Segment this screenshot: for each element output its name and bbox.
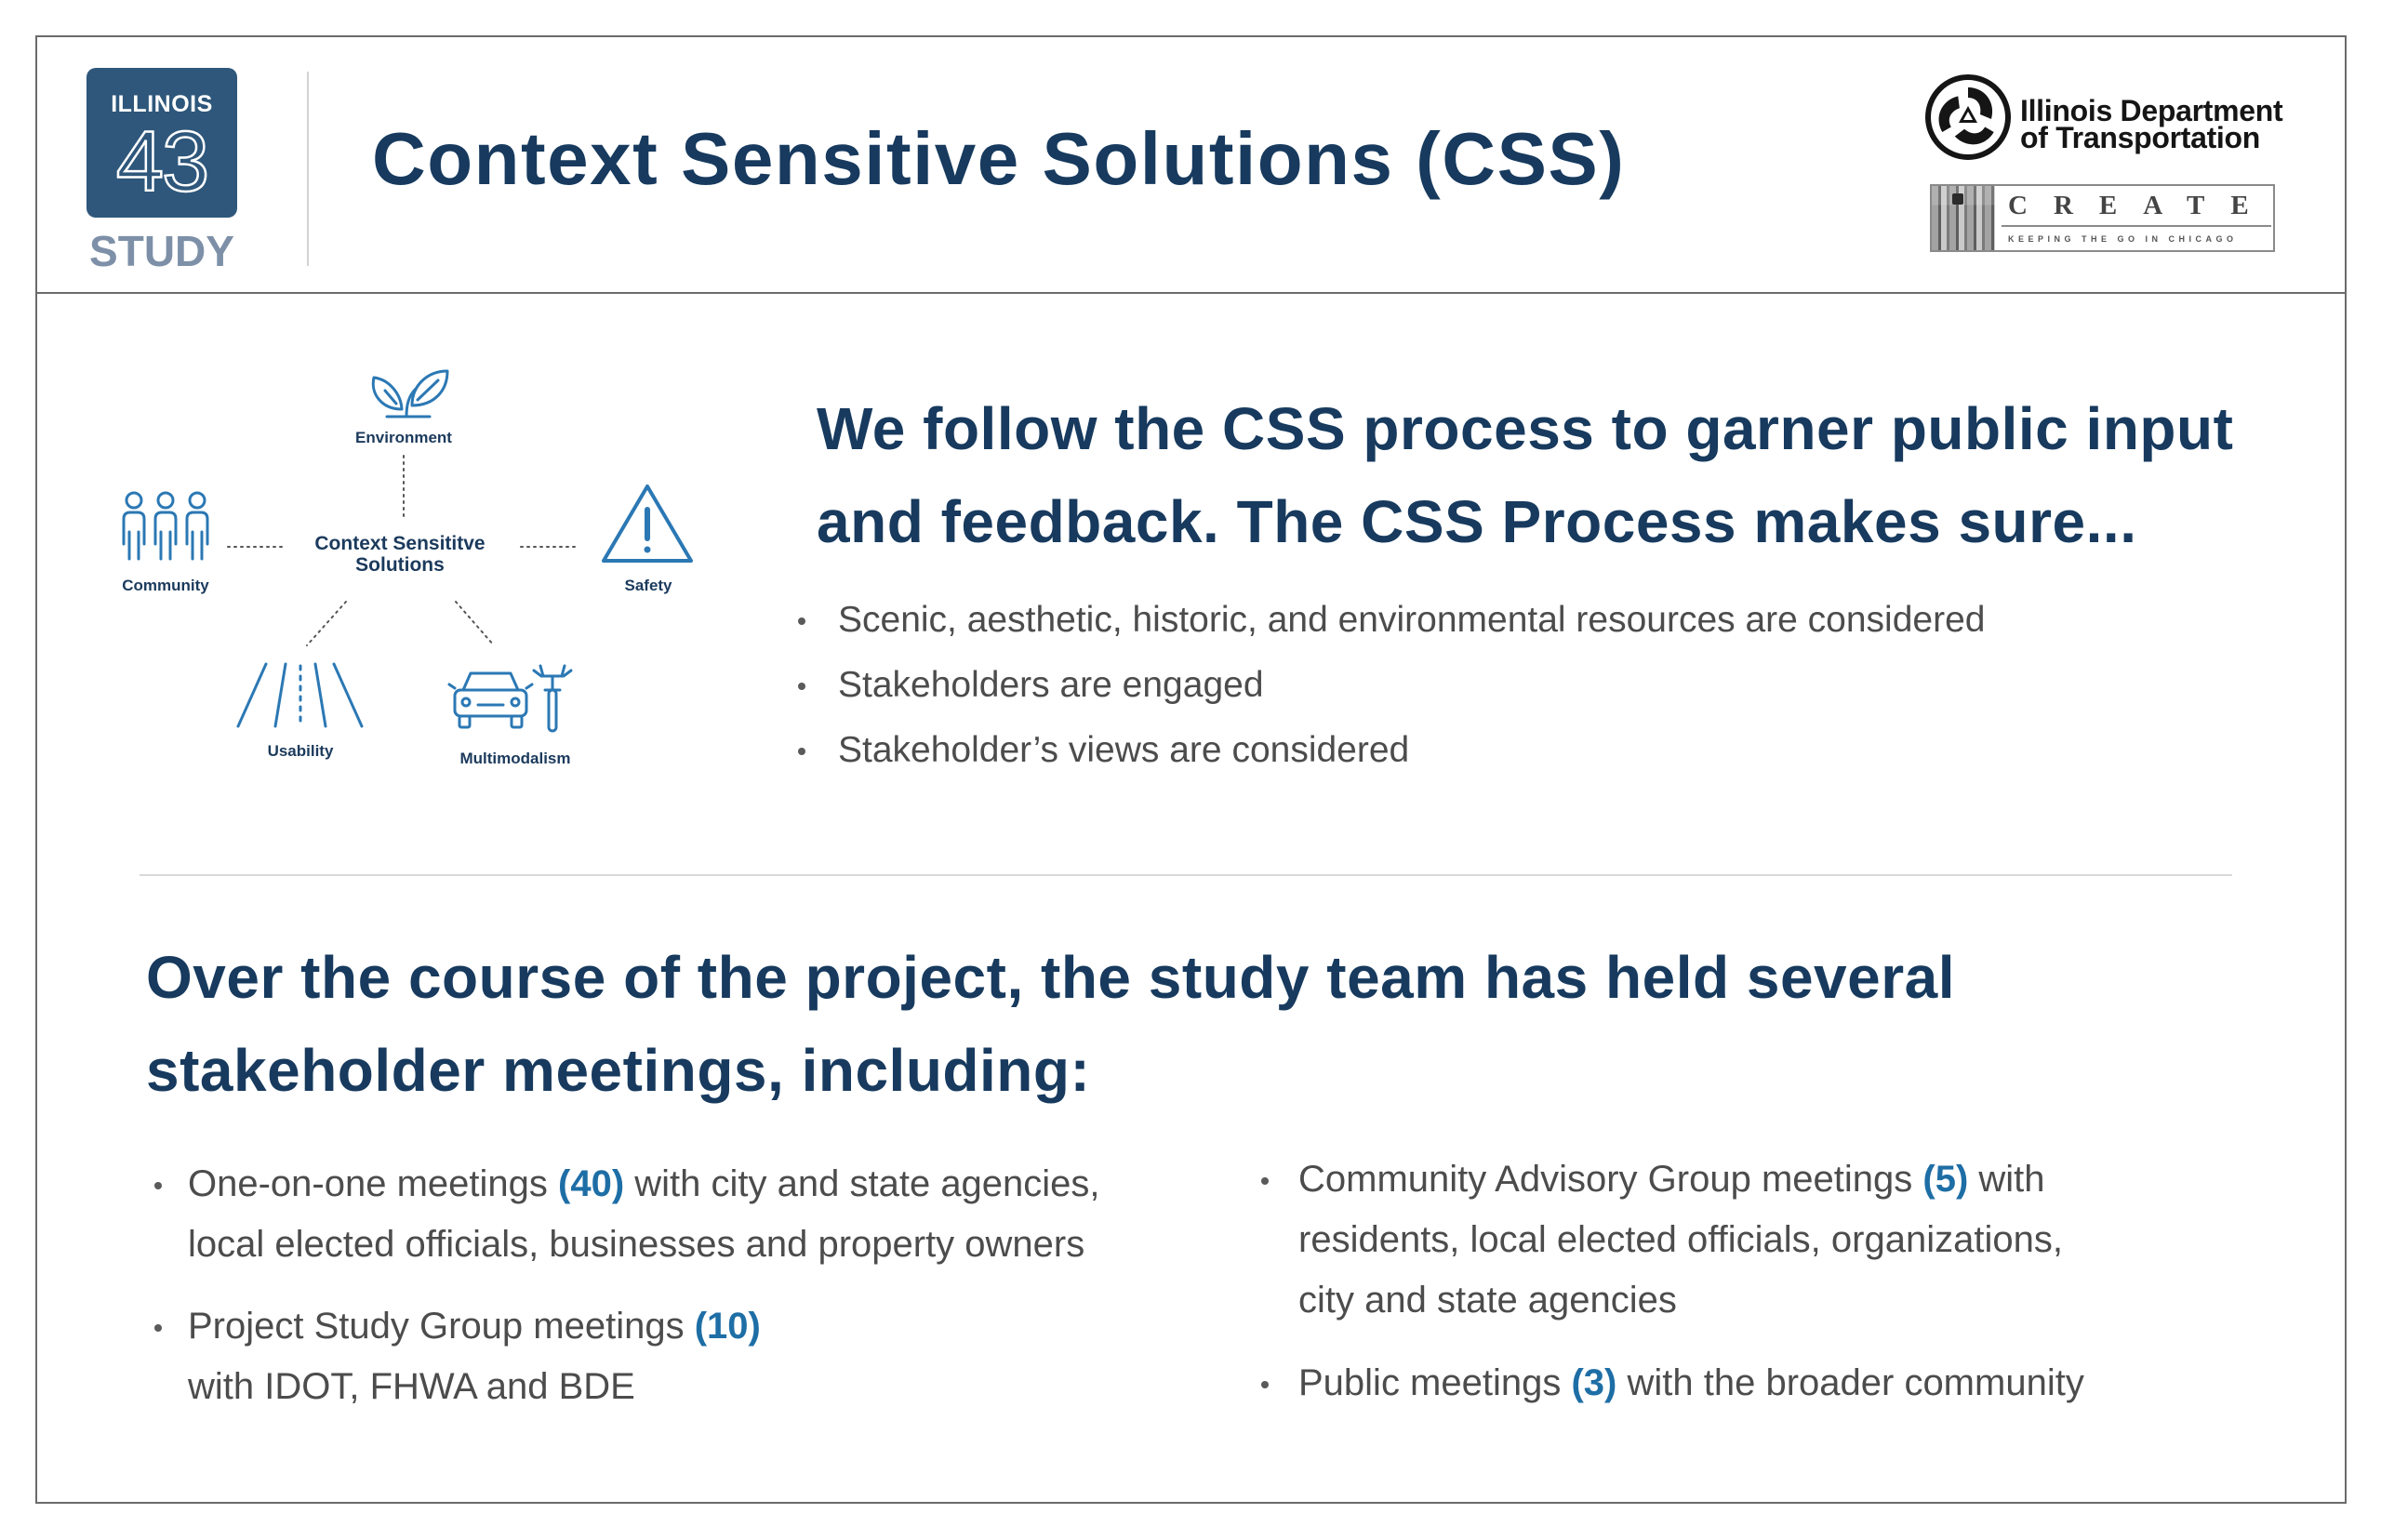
create-logo: CREATE KEEPING THE GO IN CHICAGO	[1930, 184, 2275, 252]
meeting-type: Project Study Group meetings	[188, 1306, 695, 1347]
signal-icon	[1952, 193, 1963, 205]
meeting-type: One-on-one meetings	[188, 1163, 559, 1204]
warning-triangle-icon	[602, 485, 693, 563]
bullet	[1261, 1177, 1269, 1185]
list-item: Community Advisory Group meetings (5) wi…	[1261, 1149, 2084, 1331]
meetings-heading: Over the course of the project, the stud…	[146, 931, 1955, 1117]
idot-wordmark: Illinois Department of Transportation	[2020, 94, 2283, 154]
meeting-type: Community Advisory Group meetings	[1298, 1159, 1923, 1200]
css-process-list: Scenic, aesthetic, historic, and environ…	[798, 588, 1986, 783]
create-tagline: KEEPING THE GO IN CHICAGO	[2008, 234, 2238, 244]
diagram-center: Context Sensititve Solutions	[314, 533, 485, 576]
meeting-type: Public meetings	[1298, 1362, 1572, 1403]
people-icon	[122, 491, 209, 561]
multimodalism-label: Multimodalism	[459, 750, 570, 767]
idot-line-2: of Transportation	[2020, 121, 2261, 154]
heading-line: and feedback. The CSS Process makes sure…	[817, 488, 2137, 555]
car-icon	[447, 671, 534, 729]
list-item: Stakeholders are engaged	[798, 653, 1985, 718]
heading-line: We follow the CSS process to garner publ…	[817, 395, 2234, 462]
list-item: Public meetings (3) with the broader com…	[1261, 1353, 2084, 1414]
meeting-detail: with city and state agencies, local elec…	[188, 1163, 1100, 1265]
safety-label: Safety	[624, 577, 672, 594]
idot-logo-icon	[1925, 74, 2011, 160]
css-diagram: Context Sensititve Solutions Environment…	[122, 369, 693, 767]
list-item-text: One-on-one meetings (40) with city and s…	[188, 1163, 1100, 1265]
list-item: One-on-one meetings (40) with city and s…	[154, 1154, 1100, 1275]
bullet	[798, 748, 805, 755]
bullet	[1261, 1381, 1269, 1388]
multimodalism-node: Multimodalism	[447, 664, 573, 767]
page-frame	[35, 35, 2347, 1504]
road-icon	[236, 662, 364, 728]
header-divider	[35, 292, 2347, 294]
list-item-text: Scenic, aesthetic, historic, and environ…	[838, 600, 1986, 640]
illinois-43-logo: ILLINOIS 43	[86, 68, 237, 218]
idot-line-1: Illinois Department	[2020, 94, 2283, 127]
logo-study-label: STUDY	[89, 227, 234, 275]
meeting-detail: with the broader community	[1616, 1362, 2084, 1403]
bullet	[798, 617, 805, 625]
bicycle-icon	[532, 664, 573, 733]
meetings-list-left: One-on-one meetings (40) with city and s…	[154, 1154, 1100, 1439]
bullet	[798, 683, 805, 690]
list-item-text: Public meetings (3) with the broader com…	[1298, 1362, 2084, 1403]
usability-label: Usability	[268, 742, 334, 760]
connector-line	[306, 601, 347, 646]
safety-node: Safety	[602, 485, 693, 594]
list-item: Project Study Group meetings (10) with I…	[154, 1296, 1100, 1417]
meeting-count: (40)	[558, 1163, 625, 1204]
create-wordmark: CREATE	[2008, 191, 2275, 220]
center-label-line-2: Solutions	[355, 554, 445, 576]
center-label-line-1: Context Sensititve	[314, 533, 485, 554]
meeting-count: (10)	[694, 1306, 761, 1347]
meeting-count: (5)	[1922, 1159, 1969, 1200]
heading-line: stakeholder meetings, including:	[146, 1037, 1091, 1104]
list-item: Stakeholder’s views are considered	[798, 718, 1985, 783]
logo-state: ILLINOIS	[111, 91, 213, 117]
list-item-text: Stakeholders are engaged	[838, 665, 1264, 705]
list-item: Scenic, aesthetic, historic, and environ…	[798, 588, 1986, 653]
bullet	[154, 1182, 162, 1189]
heading-line: Over the course of the project, the stud…	[146, 944, 1955, 1011]
meetings-list-right: Community Advisory Group meetings (5) wi…	[1261, 1149, 2084, 1436]
header-divider-vertical	[307, 72, 309, 266]
list-item-text: Stakeholder’s views are considered	[838, 730, 1410, 770]
sprout-icon	[371, 369, 449, 418]
css-process-heading: We follow the CSS process to garner publ…	[817, 382, 2233, 568]
page-title: Context Sensitive Solutions (CSS)	[372, 117, 1626, 200]
connector-line	[455, 601, 495, 646]
section-divider	[140, 874, 2232, 876]
environment-node: Environment	[355, 369, 452, 446]
community-label: Community	[122, 577, 209, 594]
meeting-detail: with IDOT, FHWA and BDE	[188, 1366, 635, 1407]
create-logo-photo	[1932, 186, 1995, 250]
bullet	[154, 1324, 162, 1332]
create-rule	[2002, 225, 2271, 227]
list-item-text: Project Study Group meetings (10) with I…	[188, 1306, 761, 1407]
logo-route-number: 43	[115, 114, 211, 209]
list-item-text: Community Advisory Group meetings (5) wi…	[1298, 1159, 2063, 1321]
environment-label: Environment	[355, 429, 452, 446]
meeting-count: (3)	[1571, 1362, 1617, 1403]
community-node: Community	[122, 491, 209, 594]
usability-node: Usability	[236, 662, 364, 760]
meeting-detail: with residents, local elected officials,…	[1298, 1159, 2063, 1321]
